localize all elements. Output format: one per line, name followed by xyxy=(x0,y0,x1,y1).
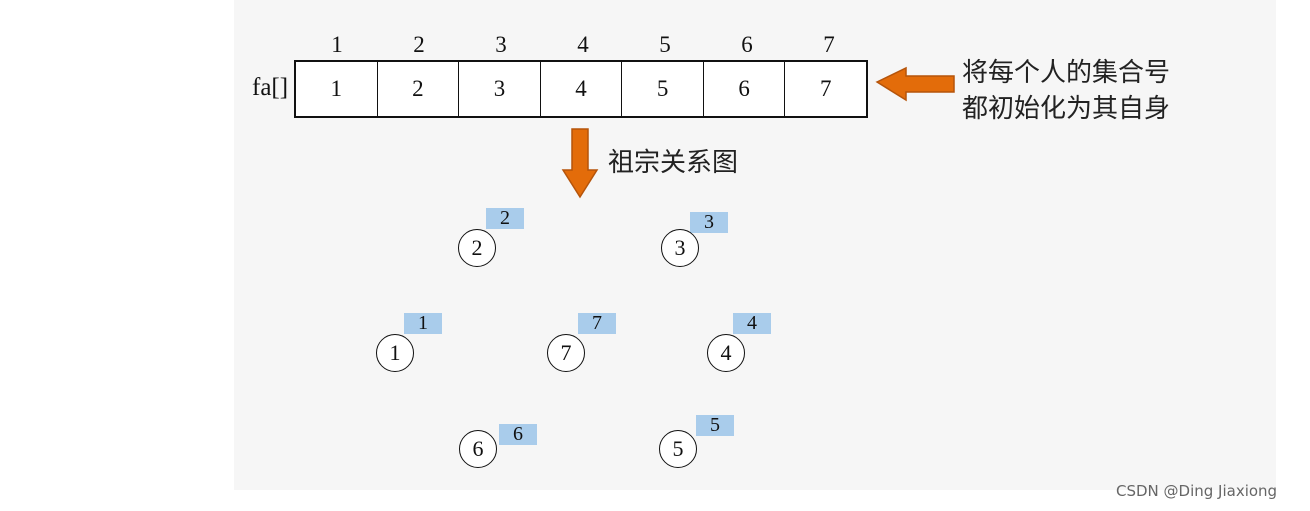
array-cell: 1 xyxy=(296,62,378,116)
node-circle: 2 xyxy=(458,229,496,267)
array-index: 3 xyxy=(495,32,507,57)
node-tag: 1 xyxy=(404,313,442,334)
array-cell: 7 xyxy=(820,76,832,101)
annotation-line-1: 将每个人的集合号 xyxy=(962,58,1171,88)
node-tag: 5 xyxy=(696,415,734,436)
node-circle: 6 xyxy=(459,430,497,468)
annotation-line-2: 都初始化为其自身 xyxy=(962,94,1171,124)
array-cell: 5 xyxy=(622,62,704,116)
node-circle: 7 xyxy=(547,334,585,372)
node-tag: 3 xyxy=(690,212,728,233)
array-cell: 3 xyxy=(459,62,541,116)
down-arrow-label: 祖宗关系图 xyxy=(608,148,739,178)
array-cell: 6 xyxy=(704,62,786,116)
node-tag: 6 xyxy=(499,424,537,445)
array-cell: 4 xyxy=(541,62,623,116)
node-circle: 1 xyxy=(376,334,414,372)
node-tag: 2 xyxy=(486,208,524,229)
watermark: CSDN @Ding Jiaxiong xyxy=(1116,482,1278,500)
node-circle: 4 xyxy=(707,334,745,372)
node-tag: 7 xyxy=(578,313,616,334)
array-index: 5 xyxy=(659,32,671,57)
array-index: 4 xyxy=(577,32,589,57)
array-label: fa[] xyxy=(252,74,289,101)
array-index: 7 xyxy=(823,32,835,57)
node-circle: 5 xyxy=(659,430,697,468)
fa-array: 1 2 3 4 5 6 7 xyxy=(294,60,868,118)
node-circle: 3 xyxy=(661,229,699,267)
down-arrow xyxy=(561,128,599,199)
node-tag: 4 xyxy=(733,313,771,334)
array-cell: 2 xyxy=(378,62,460,116)
left-arrow xyxy=(875,66,955,102)
array-index: 2 xyxy=(413,32,425,57)
array-index: 6 xyxy=(741,32,753,57)
array-index: 1 xyxy=(331,32,343,57)
